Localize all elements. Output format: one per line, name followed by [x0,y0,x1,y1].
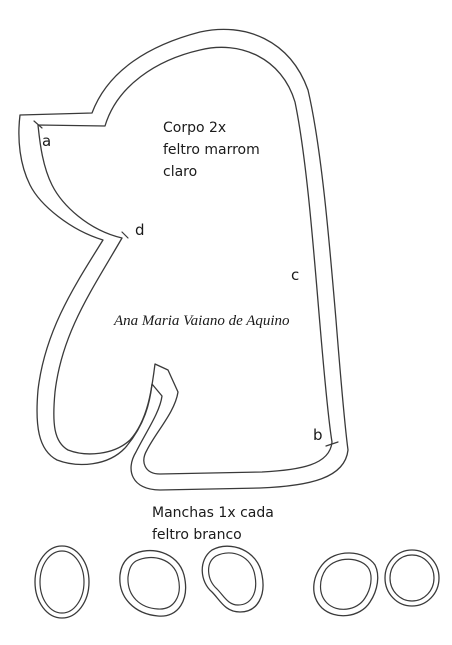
body-label-line1: Corpo 2x [163,120,227,136]
spots-label-line2: feltro branco [152,527,242,543]
spot-2-inner [127,556,180,610]
spot-1-outer [34,545,90,619]
marker-tick-a [33,120,43,129]
marker-c: c [291,266,300,284]
marker-tick-d [121,231,129,239]
marker-d: d [135,221,145,239]
spots-label-line1: Manchas 1x cada [152,505,274,521]
spot-2-outer [119,549,187,617]
body-label-line3: claro [163,164,198,180]
spot-3-inner [208,552,257,606]
spot-3-outer [201,545,264,613]
marker-b: b [313,426,323,444]
marker-a: a [42,132,52,150]
marker-tick-b [325,441,339,447]
spot-4-outer [313,552,379,617]
spot-5-inner [389,554,435,602]
body-outer-outline [18,28,349,491]
body-label-line2: feltro marrom [163,142,260,158]
author-credit: Ana Maria Vaiano de Aquino [114,313,290,329]
spot-4-inner [319,558,372,610]
spot-5-outer [384,549,440,607]
spot-1-inner [39,550,85,614]
body-inner-outline [37,46,333,475]
